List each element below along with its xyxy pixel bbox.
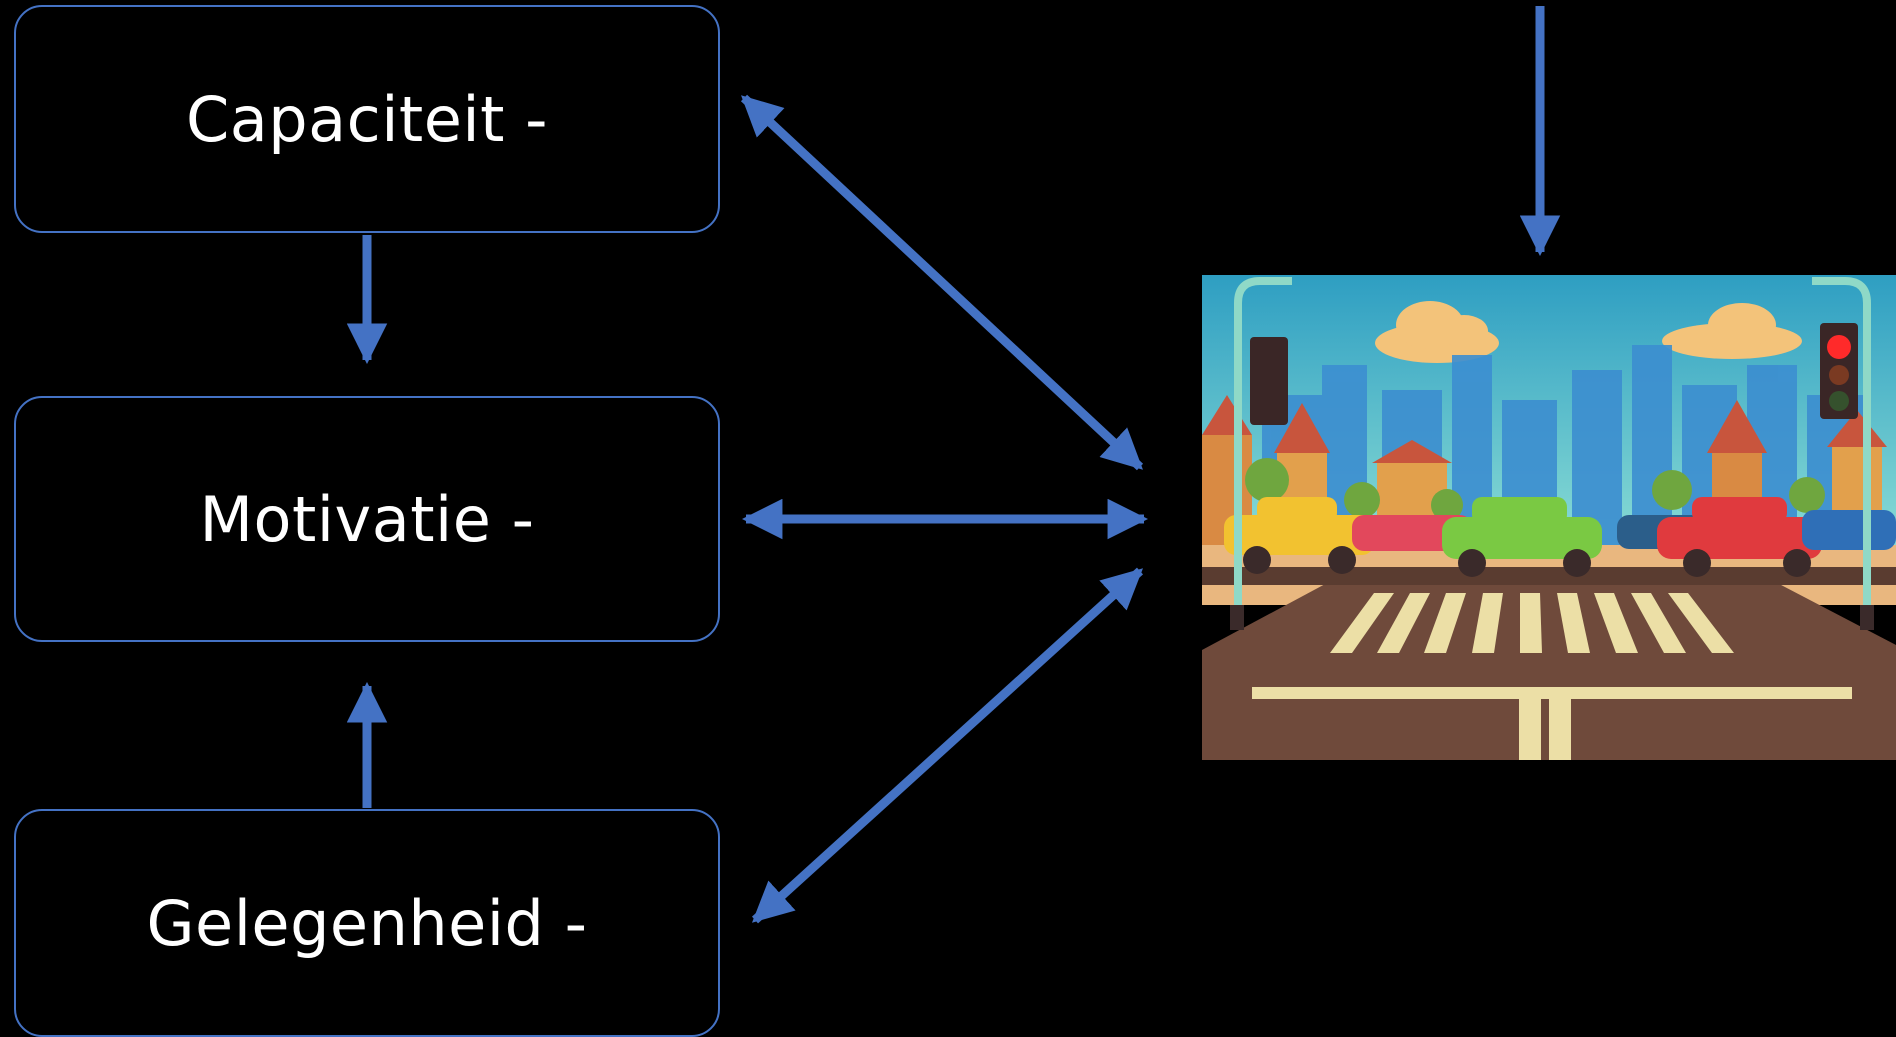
capaciteit-label: Capaciteit - bbox=[185, 82, 548, 156]
gelegenheid-label: Gelegenheid - bbox=[146, 886, 588, 960]
motivatie-label: Motivatie - bbox=[199, 482, 535, 556]
trees-icon bbox=[1245, 458, 1825, 521]
motivatie-box: Motivatie - bbox=[14, 396, 720, 642]
cloud-icon bbox=[1375, 301, 1802, 363]
traffic-scene-illustration bbox=[1202, 275, 1896, 760]
cars-icon bbox=[1224, 497, 1896, 577]
zebra-crossing-icon bbox=[1252, 593, 1852, 760]
gelegenheid-box: Gelegenheid - bbox=[14, 809, 720, 1037]
arrow-capaciteit-scene bbox=[740, 94, 1144, 471]
arrow-gelegenheid-scene bbox=[751, 567, 1144, 924]
traffic-light-icon bbox=[1230, 277, 1874, 630]
capaciteit-box: Capaciteit - bbox=[14, 5, 720, 233]
